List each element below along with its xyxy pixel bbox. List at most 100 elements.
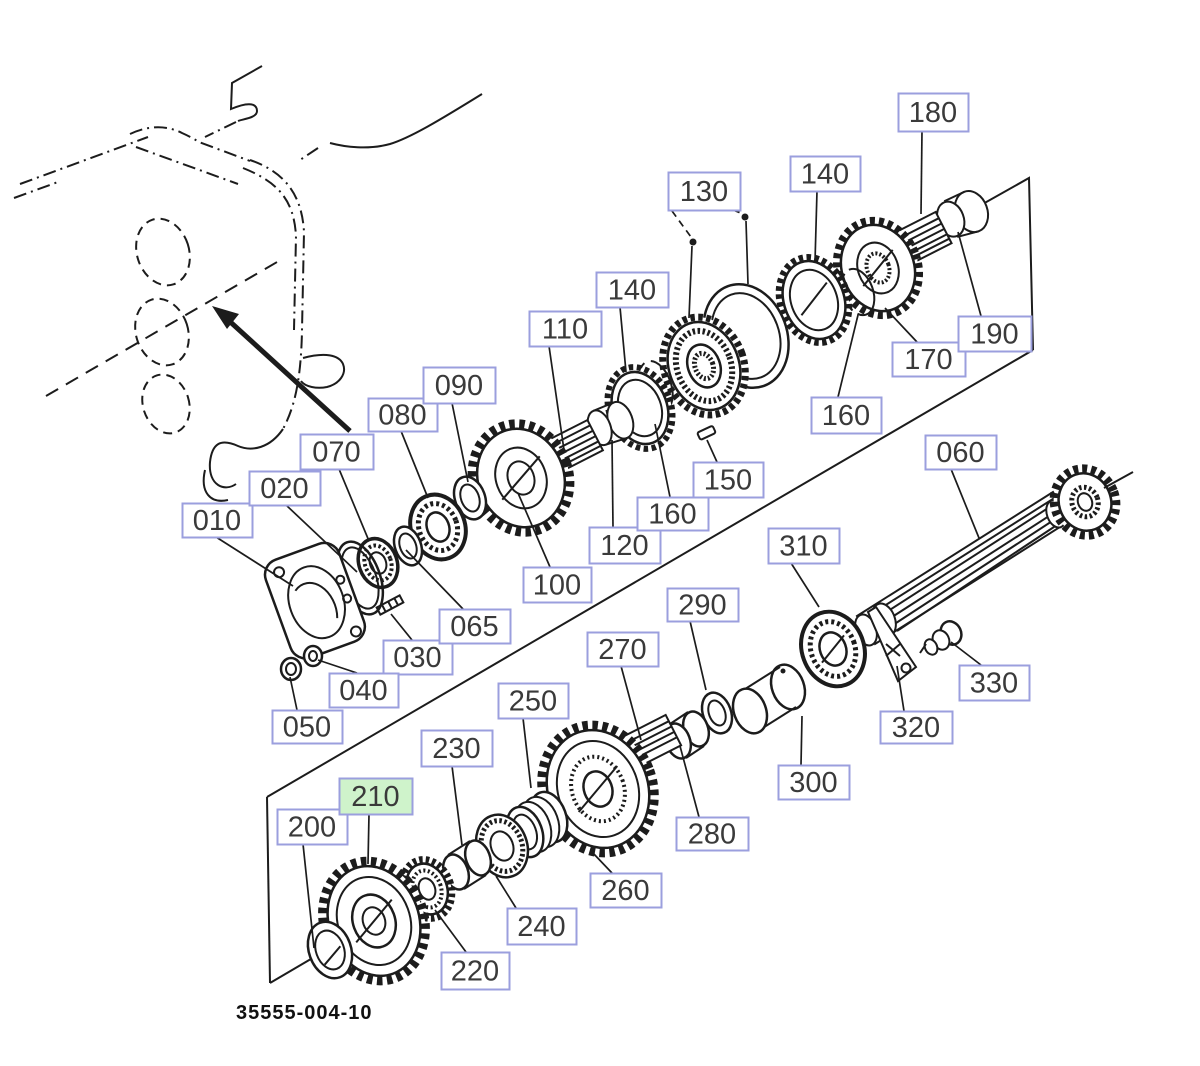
callout-110[interactable]: 110 (528, 310, 603, 451)
leader-line-030 (390, 613, 413, 641)
housing-hidden-edge (45, 257, 285, 397)
part-130-synchro-hub (659, 313, 749, 419)
callout-070[interactable]: 070 (299, 433, 375, 542)
callout-box-180[interactable] (897, 92, 970, 133)
leader-line-320 (896, 665, 905, 712)
part-060-drive-shaft (854, 464, 1134, 647)
callout-box-065[interactable] (438, 608, 512, 645)
callout-box-070[interactable] (299, 433, 375, 471)
callout-box-020[interactable] (248, 470, 322, 507)
callout-210[interactable]: 210 (338, 777, 414, 865)
callout-box-270[interactable] (586, 631, 660, 668)
callout-050[interactable]: 050 (271, 676, 344, 745)
callout-box-240[interactable] (506, 907, 578, 946)
callout-box-060[interactable] (924, 434, 998, 471)
leader-line-110 (548, 345, 565, 451)
callout-240[interactable]: 240 (495, 875, 578, 946)
leader-line-100 (517, 492, 551, 568)
leader-line-250 (522, 717, 532, 789)
callout-280[interactable]: 280 (675, 745, 750, 852)
callout-box-330[interactable] (958, 664, 1031, 702)
callout-label-060: 060 (936, 437, 984, 469)
callout-box-310[interactable] (767, 527, 841, 565)
callout-090[interactable]: 090 (422, 366, 497, 483)
callout-label-040: 040 (339, 675, 387, 707)
callout-box-250[interactable] (497, 682, 570, 720)
callout-label-150: 150 (704, 465, 752, 497)
part-050-nut (279, 656, 303, 682)
callout-140-mid[interactable]: 140 (595, 271, 670, 373)
callout-box-260[interactable] (589, 872, 663, 909)
callout-box-110[interactable] (528, 310, 603, 348)
callout-box-040[interactable] (328, 672, 400, 709)
leader-line-020 (285, 504, 358, 573)
callout-040[interactable]: 040 (317, 659, 400, 709)
callout-060[interactable]: 060 (924, 434, 998, 539)
callout-330[interactable]: 330 (950, 641, 1031, 702)
callout-250[interactable]: 250 (497, 682, 570, 789)
callout-box-290[interactable] (666, 587, 740, 623)
callout-box-100[interactable] (522, 566, 593, 604)
callout-label-080: 080 (378, 400, 426, 432)
callout-140-right[interactable]: 140 (789, 155, 862, 263)
leader-line-010 (215, 536, 294, 587)
callout-320[interactable]: 320 (879, 665, 954, 745)
callout-box-200[interactable] (276, 808, 349, 846)
callout-label-320: 320 (892, 712, 940, 744)
leader-line-280 (679, 745, 700, 818)
callout-190[interactable]: 190 (957, 231, 1033, 353)
part-260-gear (537, 720, 659, 858)
callout-230[interactable]: 230 (420, 729, 494, 846)
leader-line-070 (338, 468, 370, 542)
callout-220[interactable]: 220 (434, 909, 511, 991)
callout-label-240: 240 (517, 911, 565, 943)
callout-box-140-mid[interactable] (595, 271, 670, 309)
callout-130[interactable]: 130 (667, 171, 749, 319)
callout-065[interactable]: 065 (405, 549, 512, 645)
part-190-cap (936, 190, 990, 238)
callout-box-230[interactable] (420, 729, 494, 768)
callout-150[interactable]: 150 (692, 439, 765, 499)
callout-box-160-left[interactable] (636, 496, 710, 532)
callout-290[interactable]: 290 (666, 587, 740, 691)
callout-box-150[interactable] (692, 461, 765, 499)
callout-box-320[interactable] (879, 710, 954, 745)
callout-box-160-right[interactable] (810, 396, 883, 435)
callout-label-270: 270 (598, 634, 646, 666)
callout-030[interactable]: 030 (382, 613, 454, 676)
callout-label-330: 330 (970, 668, 1018, 700)
callout-box-130[interactable] (667, 171, 742, 212)
callout-box-220[interactable] (440, 951, 511, 991)
callout-160-left[interactable]: 160 (636, 423, 710, 532)
callout-300[interactable]: 300 (777, 715, 851, 801)
callout-080[interactable]: 080 (367, 397, 439, 499)
callout-box-210[interactable] (338, 777, 414, 816)
callout-box-120[interactable] (588, 526, 662, 565)
callout-box-300[interactable] (777, 764, 851, 801)
callout-box-010[interactable] (181, 502, 254, 539)
callout-box-170[interactable] (891, 341, 967, 378)
callout-310[interactable]: 310 (767, 527, 841, 608)
callout-010[interactable]: 010 (181, 502, 294, 587)
callout-120[interactable]: 120 (588, 439, 662, 565)
callout-200[interactable]: 200 (276, 808, 349, 949)
leader-line-080 (400, 430, 429, 499)
callout-260[interactable]: 260 (589, 851, 663, 909)
callout-label-120: 120 (600, 530, 648, 562)
callout-020[interactable]: 020 (248, 470, 358, 573)
callout-box-140-right[interactable] (789, 155, 862, 193)
callout-box-050[interactable] (271, 709, 344, 745)
callout-box-280[interactable] (675, 816, 750, 852)
part-040-nut (302, 644, 324, 668)
callout-170[interactable]: 170 (884, 307, 967, 378)
callout-100[interactable]: 100 (517, 492, 593, 604)
part-200-snap-ring (306, 920, 354, 980)
callout-box-030[interactable] (382, 639, 454, 676)
leader-line-330 (950, 641, 982, 666)
callout-180[interactable]: 180 (897, 92, 970, 215)
callout-box-090[interactable] (422, 366, 497, 405)
callout-160-right[interactable]: 160 (810, 314, 883, 435)
callout-270[interactable]: 270 (586, 631, 660, 741)
housing-outline (13, 65, 483, 502)
callout-box-190[interactable] (957, 315, 1033, 353)
